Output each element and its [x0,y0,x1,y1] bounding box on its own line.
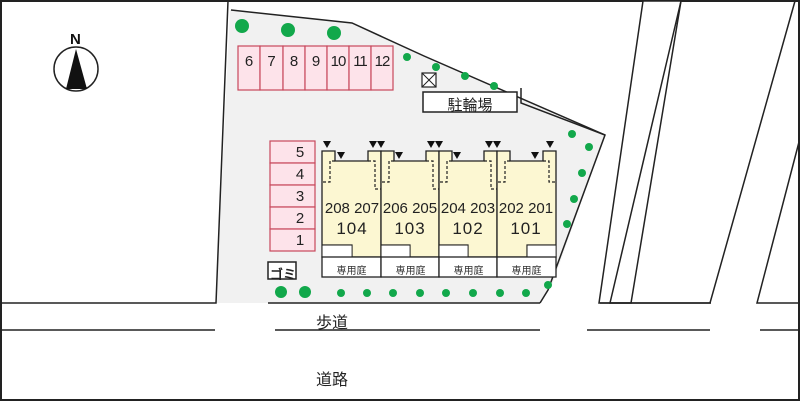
private-garden-label: 専用庭 [453,266,484,277]
unit-lower-room: 101 [510,219,542,238]
sidewalk-label: 歩道 [316,313,349,332]
bicycle-parking-box [422,91,518,113]
building [321,150,557,258]
trash-label: ゴミ [270,268,297,283]
parking-stall: 8 [289,53,299,70]
entrance-markers [323,141,554,159]
parking-stall: 5 [295,144,305,161]
unit-lower-room: 103 [394,219,426,238]
parking-stall: 11 [353,53,368,70]
unit-upper-rooms: 204 203 [440,200,496,217]
parking-stall: 1 [295,232,305,249]
trash-box [267,261,297,280]
parking-top-group [237,45,394,91]
unit-upper-rooms: 202 201 [498,200,554,217]
road-label: 道路 [316,370,349,389]
private-gardens [321,256,557,278]
private-garden-label: 専用庭 [395,266,426,277]
bicycle-parking-label: 駐輪場 [447,96,493,114]
unit-upper-rooms: 208 207 [324,200,380,217]
site-boundary [1,0,229,304]
north-label: N [70,31,81,48]
unit-upper-rooms: 206 205 [382,200,438,217]
private-garden-label: 専用庭 [336,266,367,277]
private-garden-label: 専用庭 [511,266,542,277]
meter-box-icon [421,72,437,88]
trees [235,19,593,298]
unit-lower-room: 104 [336,219,368,238]
parking-stall: 6 [244,53,254,70]
parking-stall: 12 [374,53,391,70]
parking-stall: 10 [330,53,347,70]
parking-stall: 7 [267,53,276,70]
parking-left-group [269,140,316,252]
parking-stall: 3 [295,188,305,205]
unit-lower-room: 102 [452,219,484,238]
parking-stall: 4 [295,166,305,183]
bike-notch [520,88,606,136]
north-arrow-icon [53,46,99,92]
parking-stall: 9 [311,53,321,70]
parking-stall: 2 [295,210,305,227]
